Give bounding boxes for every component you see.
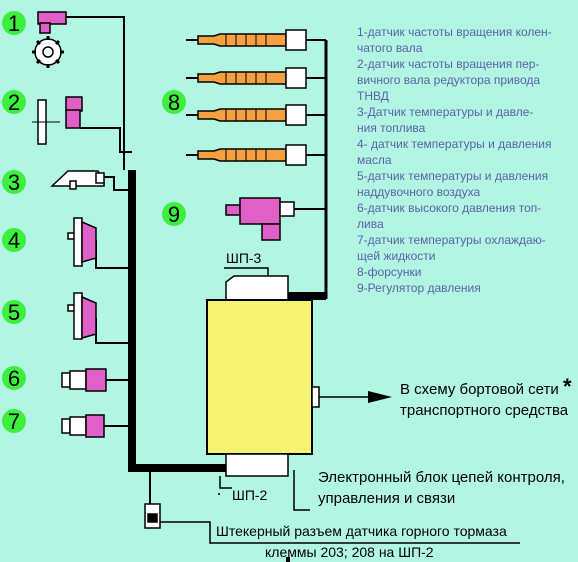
marker-5-circle	[2, 300, 26, 324]
marker-1-circle	[2, 11, 26, 35]
legend-line: 4- датчик температуры и давления	[357, 137, 552, 151]
label-network-line2: транспортного средства	[400, 402, 569, 419]
marker-4-circle	[2, 228, 26, 252]
label-shp3: ШП-3	[226, 250, 262, 266]
marker-7-circle	[2, 409, 26, 433]
legend-line: щей жидкости	[357, 249, 436, 263]
legend-line: 9-Регулятор давления	[357, 281, 481, 295]
label-unit-line2: управления и связи	[318, 490, 456, 507]
sensor-3-icon	[50, 170, 105, 190]
marker-7: 7	[8, 409, 20, 434]
label-unit-line1: Электронный блок цепей контроля,	[318, 469, 565, 486]
sensor-2-icon	[32, 96, 83, 145]
legend-line: лива	[357, 217, 384, 231]
legend-line: 7-датчик температуры охлаждаю-	[357, 233, 546, 247]
label-plug-line1: Штекерный разъем датчика горного тормаза	[216, 523, 507, 539]
sensor-1-crankshaft-icon	[32, 11, 67, 68]
sensor-4-icon	[67, 217, 97, 267]
label-shp2: ШП-2	[232, 487, 268, 503]
legend-line: масла	[357, 153, 392, 167]
plug-connector-icon	[144, 503, 161, 529]
injector-1-icon	[186, 29, 307, 51]
legend-line: наддувочного воздуха	[357, 185, 481, 199]
legend-line: ния топлива	[357, 121, 426, 135]
legend-line: чатого вала	[357, 41, 423, 55]
legend-line: ТНВД	[357, 89, 389, 103]
sensor-5-icon	[67, 292, 97, 340]
injector-2-icon	[186, 67, 307, 89]
marker-6-circle	[2, 366, 26, 390]
legend-line: 8-форсунки	[357, 265, 422, 279]
pressure-regulator-icon	[225, 197, 295, 241]
marker-8-circle	[162, 90, 186, 114]
legend-line: 6-датчик высокого давления топ-	[357, 201, 542, 215]
legend: 1-датчик частоты вращения колен- чатого …	[357, 24, 572, 296]
injectors	[186, 29, 307, 166]
marker-6: 6	[8, 366, 20, 391]
label-plug-line2: клеммы 203; 208 на ШП-2	[265, 544, 434, 560]
marker-3-circle	[2, 170, 26, 194]
legend-line: 1-датчик частоты вращения колен-	[357, 25, 552, 39]
marker-9-circle	[162, 202, 186, 226]
sensor-6-icon	[61, 368, 107, 392]
injector-3-icon	[186, 104, 307, 126]
sensor-wires	[65, 16, 326, 504]
main-harness	[128, 40, 328, 472]
label-network-mark: *	[563, 374, 572, 399]
marker-8: 8	[168, 90, 180, 115]
marker-3: 3	[8, 170, 20, 195]
callout-lines	[160, 267, 520, 544]
injector-4-icon	[186, 144, 307, 166]
page-marker	[286, 557, 290, 562]
marker-1: 1	[8, 11, 20, 36]
legend-line: 5-датчик температуры и давления	[357, 169, 549, 183]
network-arrow-icon	[368, 391, 392, 403]
legend-line: 3-Датчик температуры и давле-	[357, 105, 534, 119]
label-network-line1: В схему бортовой сети	[400, 381, 559, 398]
marker-2-circle	[2, 90, 26, 114]
legend-line: вичного вала редуктора привода	[357, 73, 541, 87]
legend-line: 2-датчик частоты вращения пер-	[357, 57, 540, 71]
marker-5: 5	[8, 300, 20, 325]
marker-2: 2	[8, 90, 20, 115]
electronic-unit	[206, 275, 320, 477]
marker-9: 9	[168, 202, 180, 227]
sensor-7-icon	[61, 414, 105, 438]
number-markers: 1 2 3 4 5 6 7 8 9	[2, 11, 186, 434]
marker-4: 4	[8, 228, 20, 253]
